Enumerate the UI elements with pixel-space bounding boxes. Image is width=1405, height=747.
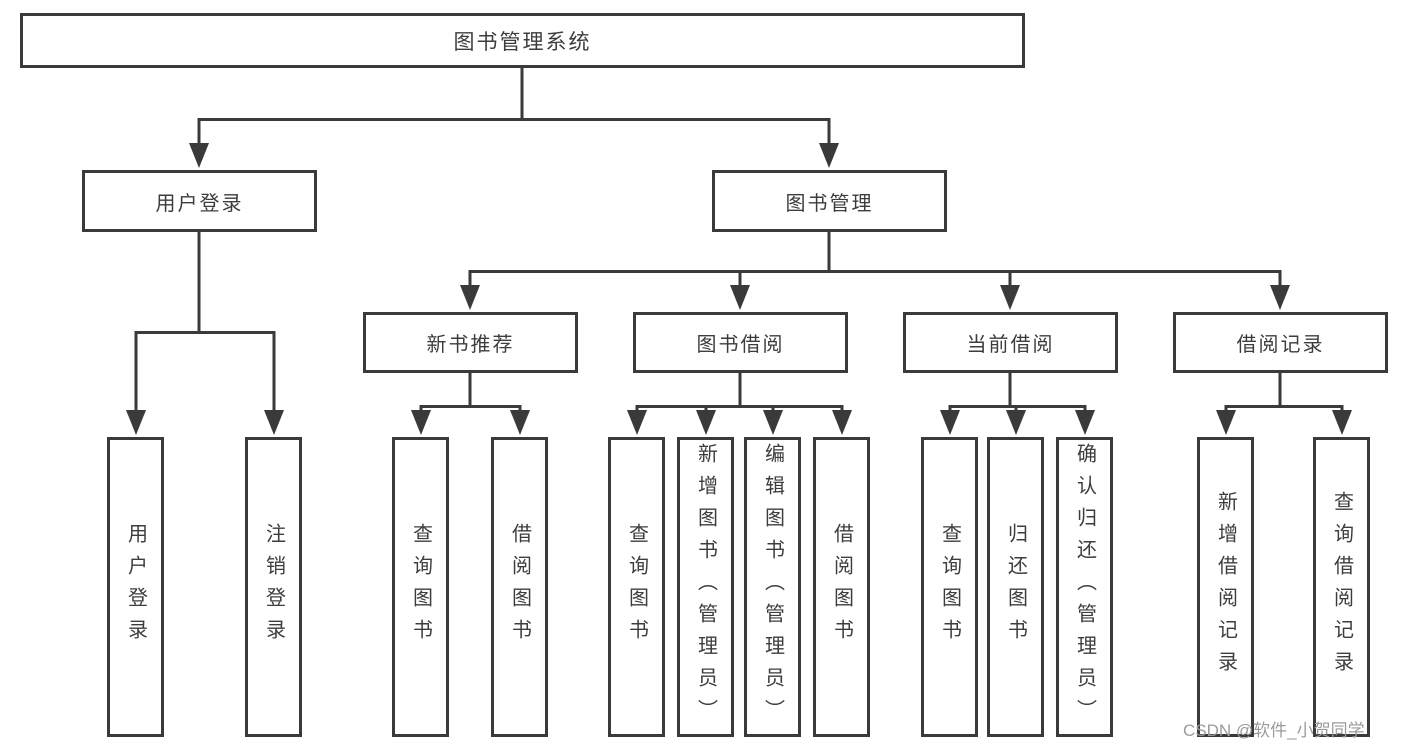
leaf-query-book-2: 查询图书 [608,437,665,737]
node-label: 新增图书（管理员） [694,443,717,731]
node-label: 编辑图书（管理员） [761,443,784,731]
leaf-add-book-admin: 新增图书（管理员） [677,437,734,737]
node-label: 注销登录 [262,523,285,651]
node-user-login: 用户登录 [82,170,317,232]
connector-user-login-branch [126,232,284,435]
node-new-book-recommend: 新书推荐 [363,312,578,373]
leaf-query-borrow-record: 查询借阅记录 [1313,437,1370,737]
node-label: 用户登录 [155,192,244,215]
node-label: 查询图书 [625,523,648,651]
node-current-borrow: 当前借阅 [903,312,1118,373]
node-label: 借阅图书 [830,523,853,651]
connector-root-to-branches [189,68,839,168]
leaf-return-book: 归还图书 [987,437,1044,737]
node-label: 借阅记录 [1236,334,1325,356]
connector-new-book-branch [411,373,530,435]
node-book-management: 图书管理 [712,170,947,232]
node-label: 归还图书 [1004,523,1027,651]
leaf-query-book-3: 查询图书 [921,437,978,737]
node-label: 确认归还（管理员） [1073,443,1096,731]
node-label: 当前借阅 [966,334,1055,356]
node-label: 新书推荐 [426,334,515,356]
node-label: 图书借阅 [696,334,785,356]
leaf-add-borrow-record: 新增借阅记录 [1197,437,1254,737]
node-label: 图书管理系统 [453,30,592,54]
connector-borrow-record-branch [1216,373,1352,435]
node-label: 查询图书 [409,523,432,651]
node-label: 新增借阅记录 [1214,491,1237,683]
connector-book-mgmt-branch [460,232,1290,310]
node-root-system: 图书管理系统 [20,13,1025,68]
node-label: 查询图书 [938,523,961,651]
node-label: 借阅图书 [508,523,531,651]
node-borrow-record: 借阅记录 [1173,312,1388,373]
leaf-edit-book-admin: 编辑图书（管理员） [744,437,801,737]
connector-current-borrow-branch [940,373,1095,435]
leaf-borrow-book-2: 借阅图书 [813,437,870,737]
csdn-watermark: CSDN @软件_小贺同学 [1183,721,1365,740]
leaf-logout: 注销登录 [245,437,302,737]
connector-book-borrow-branch [627,373,852,435]
leaf-confirm-return-admin: 确认归还（管理员） [1056,437,1113,737]
node-label: 查询借阅记录 [1330,491,1353,683]
node-label: 图书管理 [785,192,874,215]
node-label: 用户登录 [124,523,147,651]
leaf-borrow-book-1: 借阅图书 [491,437,548,737]
leaf-query-book-1: 查询图书 [392,437,449,737]
leaf-user-login: 用户登录 [107,437,164,737]
node-book-borrow: 图书借阅 [633,312,848,373]
